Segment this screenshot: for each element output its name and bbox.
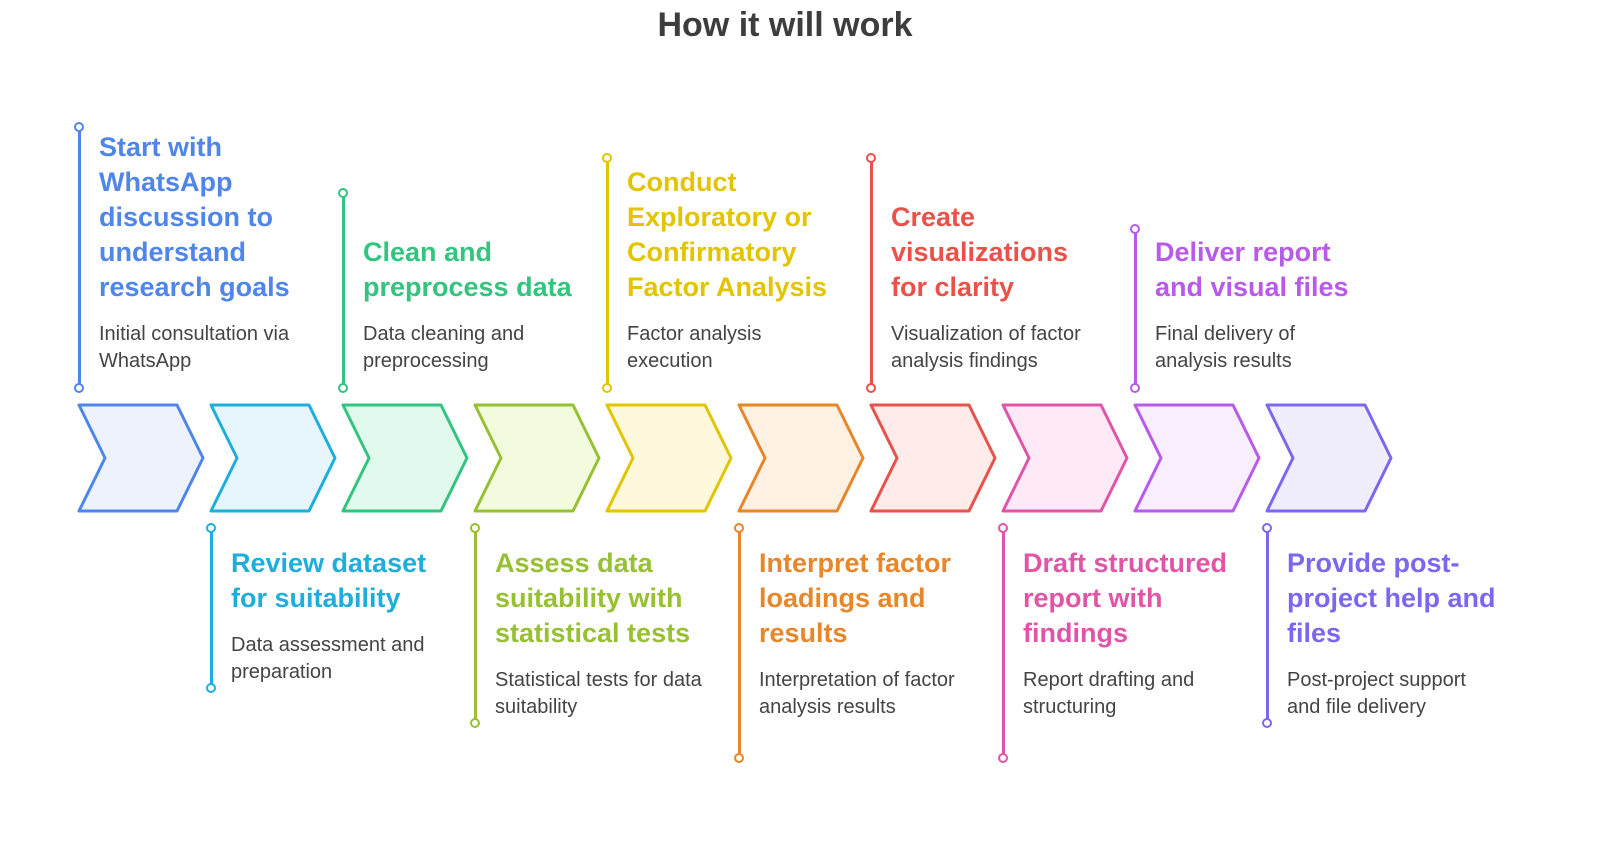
connector-line: [1134, 229, 1137, 388]
connector-dot-icon: [734, 523, 744, 533]
step-5: Conduct Exploratory or Confirmatory Fact…: [602, 153, 836, 393]
step-10: Provide post-project help and files Post…: [1262, 523, 1496, 728]
connector-dot-icon: [338, 188, 348, 198]
step-description: Final delivery of analysis results: [1155, 323, 1296, 372]
chevron-step-6: [737, 403, 865, 513]
connector-dot-icon: [1262, 523, 1272, 533]
step-description: Statistical tests for data suitability: [495, 669, 702, 718]
step-6: Interpret factor loadings and results In…: [734, 523, 968, 763]
step-title: Draft structured report with findings: [1023, 548, 1228, 648]
connector-line: [738, 528, 741, 758]
step-title: Interpret factor loadings and results: [759, 548, 952, 648]
step-7: Create visualizations for clarity Visual…: [866, 153, 1100, 393]
connector-dot-icon: [74, 122, 84, 132]
connector-line: [78, 127, 81, 388]
connector-dot-icon: [866, 383, 876, 393]
connector-line: [210, 528, 213, 688]
connector-dot-icon: [206, 683, 216, 693]
connector-line: [606, 158, 609, 388]
chevron-step-3: [341, 403, 469, 513]
connector-dot-icon: [206, 523, 216, 533]
connector-dot-icon: [602, 153, 612, 163]
step-description: Report drafting and structuring: [1023, 669, 1195, 718]
step-title: Assess data suitability with statistical…: [495, 548, 691, 648]
chevron-step-10: [1265, 403, 1393, 513]
connector-dot-icon: [1130, 224, 1140, 234]
chevron-step-1: [77, 403, 205, 513]
connector-line: [474, 528, 477, 723]
connector-line: [1002, 528, 1005, 758]
chevron-step-4: [473, 403, 601, 513]
step-title: Review dataset for suitability: [231, 548, 427, 613]
connector-line: [870, 158, 873, 388]
step-3: Clean and preprocess data Data cleaning …: [338, 188, 572, 393]
step-9: Deliver report and visual files Final de…: [1130, 224, 1364, 393]
chevron-step-5: [605, 403, 733, 513]
connector-line: [342, 193, 345, 388]
chevron-step-9: [1133, 403, 1261, 513]
step-4: Assess data suitability with statistical…: [470, 523, 704, 728]
chevron-step-8: [1001, 403, 1129, 513]
step-title: Deliver report and visual files: [1155, 237, 1349, 302]
step-title: Conduct Exploratory or Confirmatory Fact…: [627, 167, 828, 302]
connector-dot-icon: [602, 383, 612, 393]
connector-dot-icon: [1130, 383, 1140, 393]
step-title: Provide post-project help and files: [1287, 548, 1496, 648]
step-description: Data cleaning and preprocessing: [363, 323, 525, 372]
connector-dot-icon: [338, 383, 348, 393]
step-title: Create visualizations for clarity: [891, 202, 1069, 302]
connector-line: [1266, 528, 1269, 723]
step-description: Initial consultation via WhatsApp: [99, 323, 290, 372]
step-title: Clean and preprocess data: [363, 237, 572, 302]
connector-dot-icon: [998, 523, 1008, 533]
connector-dot-icon: [998, 753, 1008, 763]
chevron-step-2: [209, 403, 337, 513]
step-description: Visualization of factor analysis finding…: [891, 323, 1081, 372]
step-8: Draft structured report with findings Re…: [998, 523, 1232, 763]
connector-dot-icon: [470, 523, 480, 533]
chevron-step-7: [869, 403, 997, 513]
step-1: Start with WhatsApp discussion to unders…: [74, 122, 308, 393]
connector-dot-icon: [74, 383, 84, 393]
connector-dot-icon: [1262, 718, 1272, 728]
step-title: Start with WhatsApp discussion to unders…: [99, 132, 290, 302]
diagram-title: How it will work: [657, 6, 913, 44]
connector-dot-icon: [734, 753, 744, 763]
step-description: Interpretation of factor analysis result…: [759, 669, 955, 718]
step-2: Review dataset for suitability Data asse…: [206, 523, 440, 693]
step-description: Data assessment and preparation: [231, 634, 425, 683]
connector-dot-icon: [470, 718, 480, 728]
step-description: Factor analysis execution: [627, 323, 762, 372]
connector-dot-icon: [866, 153, 876, 163]
step-description: Post-project support and file delivery: [1287, 669, 1466, 718]
